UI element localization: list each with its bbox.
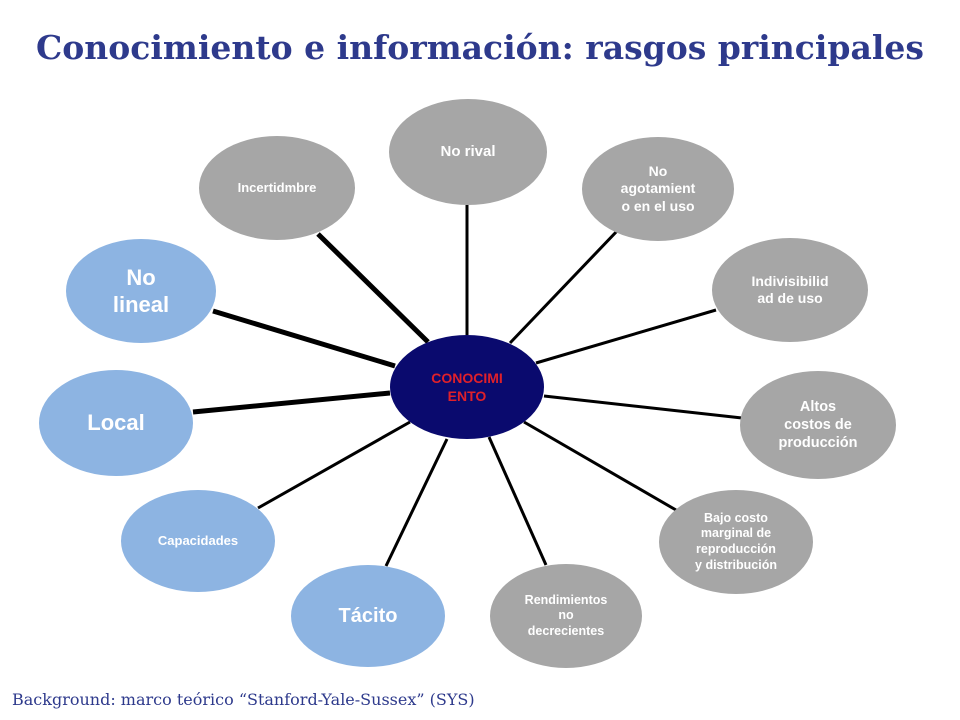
connector-no-agotamiento [508, 228, 620, 345]
node-no-agotamiento [582, 137, 734, 241]
node-altos-costos [740, 371, 896, 479]
center-node-label: CONOCIMI ENTO [431, 369, 503, 404]
node-incertidumbre [199, 136, 355, 240]
node-no-lineal [66, 239, 216, 343]
node-bajo-costo [659, 490, 813, 594]
footer-note: Background: marco teórico “Stanford-Yale… [12, 690, 475, 709]
connector-local [192, 390, 391, 415]
node-local [39, 370, 193, 476]
node-tacito [291, 565, 445, 667]
node-capacidades [121, 490, 275, 592]
node-label-incertidumbre: Incertidmbre [237, 179, 317, 195]
connector-tacito [384, 438, 449, 567]
node-label-local: Local [87, 410, 145, 436]
node-no-rival [389, 99, 547, 205]
connector-bajo-costo [523, 420, 677, 512]
node-label-no-agotamiento: No agotamient o en el uso [620, 162, 696, 214]
center-node [390, 335, 544, 439]
connector-lines [192, 205, 743, 567]
connector-indivisibilidad [535, 308, 717, 365]
node-label-indivisibilidad: Indivisibilid ad de uso [751, 272, 829, 307]
connector-rendimientos [487, 436, 548, 566]
page-title: Conocimiento e información: rasgos princ… [36, 28, 924, 67]
node-label-altos-costos: Altos costos de producción [778, 398, 858, 452]
node-label-no-lineal: No lineal [112, 264, 170, 318]
connector-incertidumbre [316, 232, 430, 344]
connector-capacidades [257, 420, 411, 510]
node-label-tacito: Tácito [338, 604, 398, 627]
node-label-bajo-costo: Bajo costo marginal de reproducción y di… [695, 510, 777, 572]
diagram-nodes [39, 99, 896, 668]
node-rendimientos [490, 564, 642, 668]
node-label-rendimientos: Rendimientos no decrecientes [524, 592, 608, 638]
node-label-no-rival: No rival [440, 142, 496, 160]
connector-no-lineal [212, 308, 396, 369]
node-label-capacidades: Capacidades [157, 532, 239, 548]
connector-altos-costos [543, 394, 743, 420]
node-indivisibilidad [712, 238, 868, 342]
